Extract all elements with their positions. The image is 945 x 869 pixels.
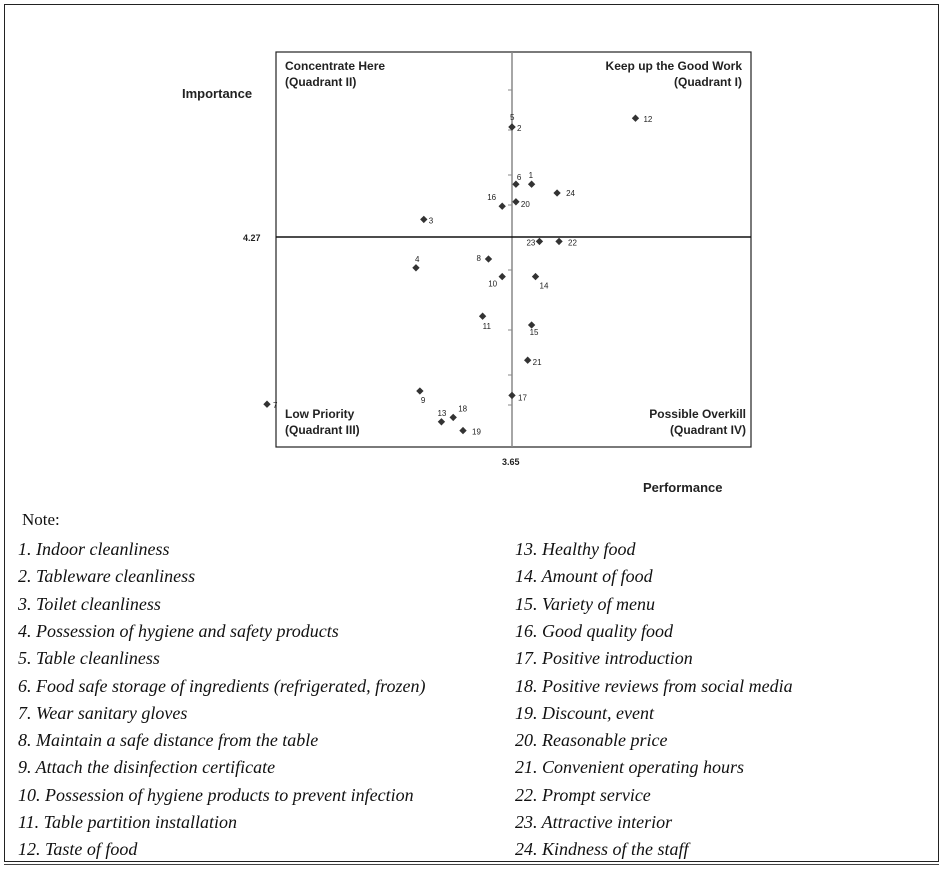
data-point-9 xyxy=(416,387,424,395)
data-point-11 xyxy=(478,312,487,320)
data-point-12 xyxy=(631,114,640,122)
quadrant-4-sub: (Quadrant IV) xyxy=(670,423,746,437)
y-axis-label: Importance xyxy=(182,86,252,101)
note-item-17: 17. Positive introduction xyxy=(515,648,693,669)
note-item-19: 19. Discount, event xyxy=(515,702,654,723)
quadrant-2-sub: (Quadrant II) xyxy=(285,75,356,89)
data-point-19 xyxy=(459,426,467,435)
data-point-10 xyxy=(498,272,506,281)
x-mean-label: 3.65 xyxy=(502,457,520,467)
note-title: Note: xyxy=(22,510,60,529)
data-label-5: 5 xyxy=(510,113,515,122)
data-point-8 xyxy=(484,255,493,263)
note-item-5: 5. Table cleanliness xyxy=(18,648,160,669)
note-item-12: 12. Taste of food xyxy=(18,839,138,860)
data-point-20 xyxy=(512,198,520,206)
data-label-24: 24 xyxy=(566,189,575,198)
data-label-8: 8 xyxy=(476,254,481,263)
data-label-23: 23 xyxy=(526,238,535,247)
data-point-23 xyxy=(535,237,544,246)
data-label-13: 13 xyxy=(437,409,446,418)
data-label-16: 16 xyxy=(487,193,496,202)
note-item-7: 7. Wear sanitary gloves xyxy=(18,702,188,723)
note-item-6: 6. Food safe storage of ingredients (ref… xyxy=(18,675,426,696)
note-item-11: 11. Table partition installation xyxy=(18,812,238,832)
note-item-21: 21. Convenient operating hours xyxy=(515,757,744,778)
data-label-2: 2 xyxy=(517,124,522,133)
data-point-21 xyxy=(524,356,532,364)
data-label-11: 11 xyxy=(483,322,492,331)
data-label-20: 20 xyxy=(521,200,530,209)
quadrant-4-title: Possible Overkill xyxy=(649,407,746,421)
note-item-20: 20. Reasonable price xyxy=(515,730,668,751)
data-point-22 xyxy=(555,237,563,246)
note-item-22: 22. Prompt service xyxy=(515,784,651,805)
data-label-19: 19 xyxy=(472,428,481,437)
data-point-3 xyxy=(420,215,428,224)
data-label-22: 22 xyxy=(568,238,577,247)
note-item-9: 9. Attach the disinfection certificate xyxy=(18,757,276,778)
data-label-1: 1 xyxy=(529,171,534,180)
quadrant-1-sub: (Quadrant I) xyxy=(674,75,742,89)
ipa-chart: Importance Performance 4.27 3.65 Concent… xyxy=(182,51,752,495)
quadrant-3-title: Low Priority xyxy=(285,407,355,421)
note-item-8: 8. Maintain a safe distance from the tab… xyxy=(18,730,319,751)
note-item-16: 16. Good quality food xyxy=(515,620,673,641)
note-item-13: 13. Healthy food xyxy=(515,539,636,559)
y-mean-label: 4.27 xyxy=(243,233,261,243)
data-label-6: 6 xyxy=(517,173,522,182)
quadrant-2-title: Concentrate Here xyxy=(285,59,385,73)
data-point-4 xyxy=(412,264,420,272)
data-label-9: 9 xyxy=(421,396,426,405)
data-point-7 xyxy=(263,400,271,408)
quadrant-1-title: Keep up the Good Work xyxy=(606,59,743,73)
data-point-18 xyxy=(449,413,457,422)
x-axis-label: Performance xyxy=(643,480,722,495)
data-point-15 xyxy=(527,321,536,329)
note-item-15: 15. Variety of menu xyxy=(515,593,655,614)
data-label-7: 7 xyxy=(273,401,278,410)
data-point-1 xyxy=(527,180,536,188)
note-item-2: 2. Tableware cleanliness xyxy=(18,566,196,587)
data-point-14 xyxy=(531,272,540,281)
data-label-3: 3 xyxy=(429,216,434,225)
bottom-rule xyxy=(4,864,939,865)
data-label-17: 17 xyxy=(518,393,527,402)
note-item-14: 14. Amount of food xyxy=(515,566,653,587)
data-label-18: 18 xyxy=(458,404,467,413)
note-item-24: 24. Kindness of the staff xyxy=(515,839,689,860)
data-label-21: 21 xyxy=(533,358,542,367)
quadrant-3-sub: (Quadrant III) xyxy=(285,423,360,437)
plot-area xyxy=(275,51,752,448)
note-item-18: 18. Positive reviews from social media xyxy=(515,675,793,696)
data-point-24 xyxy=(553,189,561,197)
note-item-23: 23. Attractive interior xyxy=(515,812,673,832)
data-label-14: 14 xyxy=(540,282,549,291)
data-point-13 xyxy=(437,418,446,426)
figure-frame xyxy=(4,4,939,862)
note-item-10: 10. Possession of hygiene products to pr… xyxy=(18,784,414,805)
data-label-15: 15 xyxy=(530,328,539,337)
note-item-4: 4. Possession of hygiene and safety prod… xyxy=(18,620,339,641)
note-item-3: 3. Toilet cleanliness xyxy=(18,593,161,614)
data-label-4: 4 xyxy=(415,255,420,264)
data-label-12: 12 xyxy=(643,115,652,124)
note-item-1: 1. Indoor cleanliness xyxy=(18,539,170,559)
data-label-10: 10 xyxy=(488,280,497,289)
data-point-17 xyxy=(508,391,516,400)
data-point-16 xyxy=(498,202,506,210)
